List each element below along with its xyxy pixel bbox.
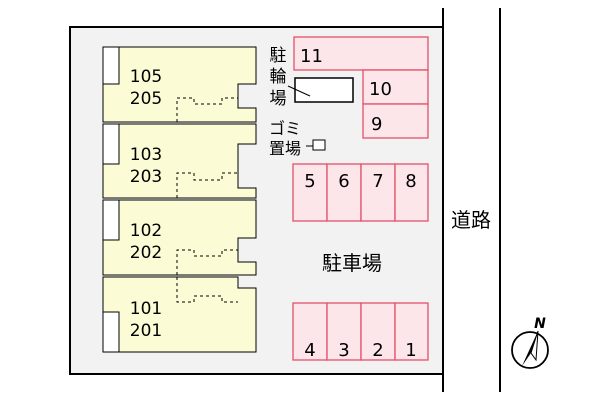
parking-number: 11 <box>300 46 323 67</box>
parking-number: 6 <box>338 171 349 192</box>
parking-number: 4 <box>304 340 315 361</box>
svg-text:N: N <box>534 316 546 332</box>
garbage-box-icon <box>312 139 326 151</box>
unit-102-202: 102 202 <box>102 199 257 276</box>
parking-number: 9 <box>371 114 382 135</box>
parking-middle: 5 6 7 8 <box>292 163 429 222</box>
bicycle-rack <box>294 77 354 103</box>
parking-number: 5 <box>304 171 315 192</box>
parking-space-11 <box>293 36 429 71</box>
balcony <box>102 199 120 241</box>
parking-number: 3 <box>338 340 349 361</box>
parking-space-10 <box>362 69 429 105</box>
parking-space-6 <box>326 163 362 222</box>
unit-number: 205 <box>130 89 162 109</box>
parking-top: 11 10 9 <box>293 36 429 139</box>
unit-number: 201 <box>130 321 162 341</box>
parking-number: 1 <box>405 340 416 361</box>
parking-number: 7 <box>372 171 383 192</box>
parking-bottom: 4 3 2 1 <box>292 302 429 361</box>
north-arrow-icon: N <box>511 316 549 369</box>
unit-number: 102 <box>130 221 162 241</box>
building: 105 205 103 203 102 202 101 201 <box>102 46 257 353</box>
unit-105-205: 105 205 <box>102 46 257 123</box>
unit-101-201: 101 201 <box>102 276 257 353</box>
bicycle-parking: 駐 輪 場 <box>270 46 354 109</box>
balcony <box>102 123 120 165</box>
unit-number: 202 <box>130 243 162 263</box>
unit-number: 105 <box>130 67 162 87</box>
dashed-outline <box>176 97 238 122</box>
svg-text:ゴミ: ゴミ <box>269 119 301 138</box>
svg-text:置場: 置場 <box>269 139 301 158</box>
unit-number: 203 <box>130 167 162 187</box>
leader-line <box>287 85 311 97</box>
parking-number: 10 <box>369 79 392 100</box>
dashed-outline <box>176 172 238 198</box>
dashed-outline <box>176 277 238 303</box>
balcony <box>102 46 120 85</box>
dashed-outline <box>176 249 238 275</box>
balcony <box>102 311 120 353</box>
svg-text:場: 場 <box>270 89 287 109</box>
parking-space-2 <box>360 302 396 361</box>
parking-space-3 <box>326 302 362 361</box>
svg-text:道路: 道路 <box>451 208 491 232</box>
svg-text:輪: 輪 <box>270 67 287 87</box>
unit-number: 101 <box>130 299 162 319</box>
unit-number: 103 <box>130 145 162 165</box>
unit-103-203: 103 203 <box>102 123 257 199</box>
svg-text:駐: 駐 <box>270 46 287 66</box>
garbage-area: ゴミ 置場 <box>269 119 326 158</box>
parking-space-9 <box>362 103 429 139</box>
parking-lot-label: 駐車場 <box>322 251 382 275</box>
road-label: 道路 <box>451 208 491 232</box>
parking-space-7 <box>360 163 396 222</box>
parking-number: 8 <box>405 171 416 192</box>
svg-text:駐車場: 駐車場 <box>322 251 382 275</box>
parking-number: 2 <box>372 340 383 361</box>
parking-space-1 <box>394 302 429 361</box>
parking-space-8 <box>394 163 429 222</box>
